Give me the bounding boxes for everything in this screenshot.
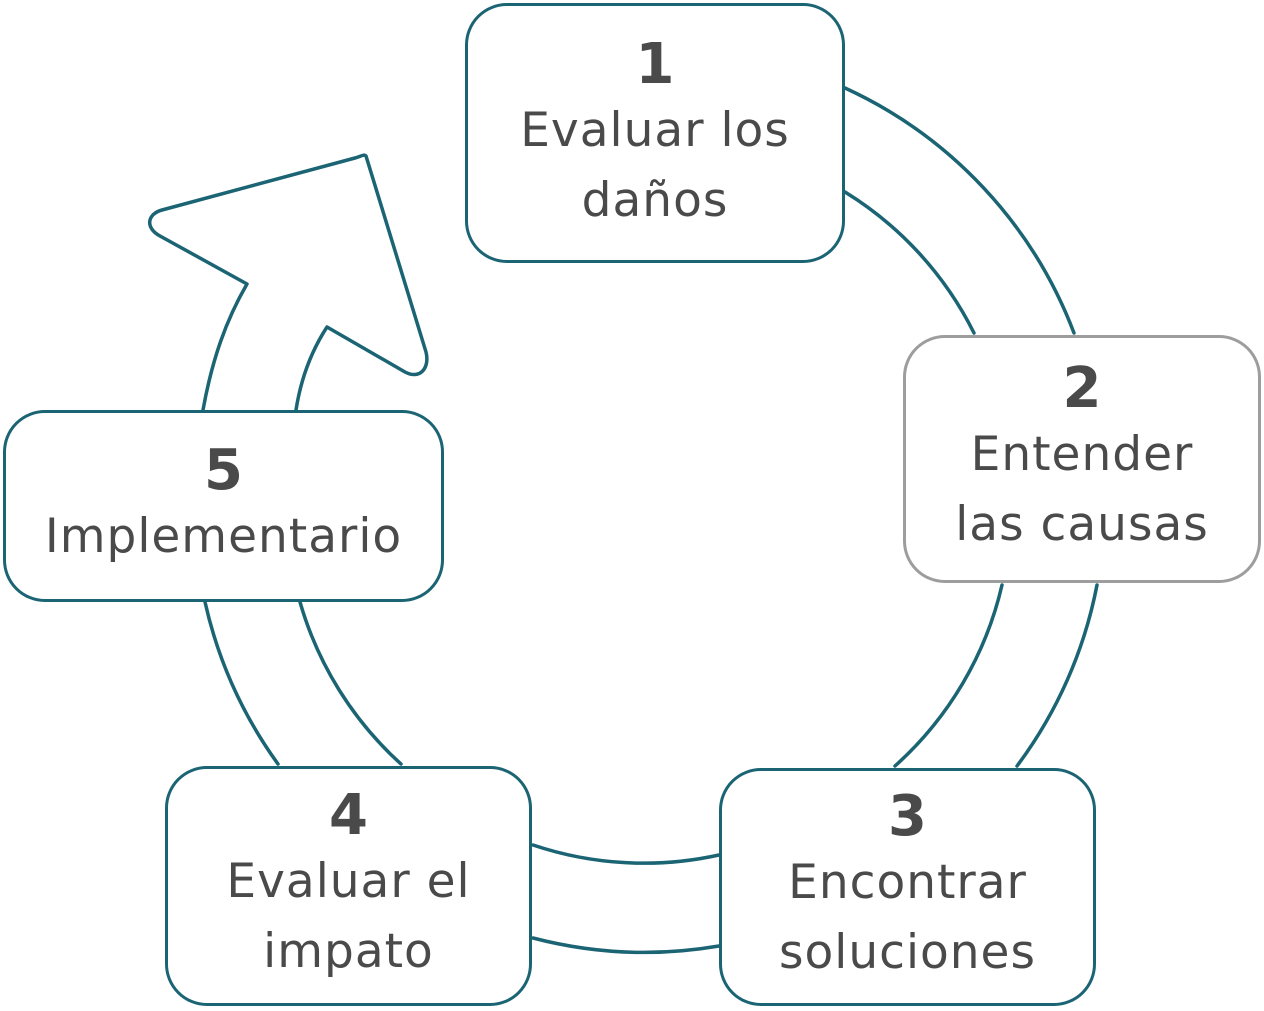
step-box-3: 3 Encontrar soluciones [719,768,1096,1006]
step-label-5: Implementario [44,509,403,564]
step-number-1: 1 [635,32,675,97]
ring-outer-arc-1 [843,86,1076,335]
step-label-1: Evaluar los daños [520,103,790,228]
step-number-3: 3 [888,784,927,849]
step-number-4: 4 [329,783,368,848]
step-label-2: Entender las causas [955,427,1209,552]
step-number-2: 2 [1062,356,1102,421]
ring-inner-arc-2 [893,583,1004,768]
step-box-5: 5 Implementario [3,410,444,602]
step-number-5: 5 [204,438,243,503]
ring-outer-arc-4 [203,600,280,766]
cycle-arrow-head [148,153,429,412]
ring-inner-arc-1 [843,190,976,335]
ring-inner-arc-3 [531,843,721,865]
step-label-4: Evaluar el impato [226,854,471,979]
ring-inner-arc-4 [298,600,403,766]
step-box-2: 2 Entender las causas [903,335,1261,583]
step-label-3: Encontrar soluciones [779,855,1036,980]
ring-outer-arc-2 [1015,583,1099,768]
step-box-1: 1 Evaluar los daños [465,3,845,263]
ring-outer-arc-3 [531,936,721,955]
step-box-4: 4 Evaluar el impato [165,766,532,1006]
